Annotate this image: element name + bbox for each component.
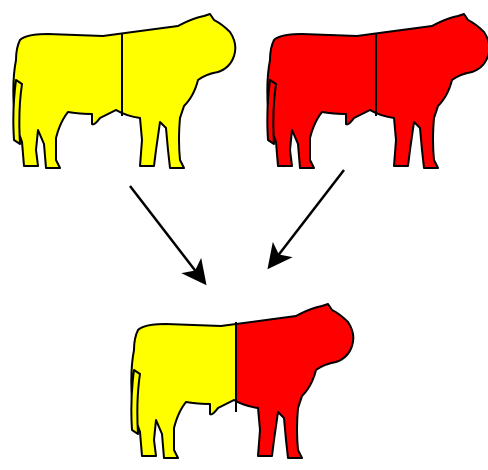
red-parent-bull [267,14,488,168]
crossbred-offspring-bull [116,290,376,470]
inheritance-arrows [130,170,344,282]
yellow-parent-bull [13,14,235,168]
arrow-from-yellow-parent [130,186,204,282]
offspring-front-half [236,290,376,470]
arrow-from-red-parent [270,170,344,266]
